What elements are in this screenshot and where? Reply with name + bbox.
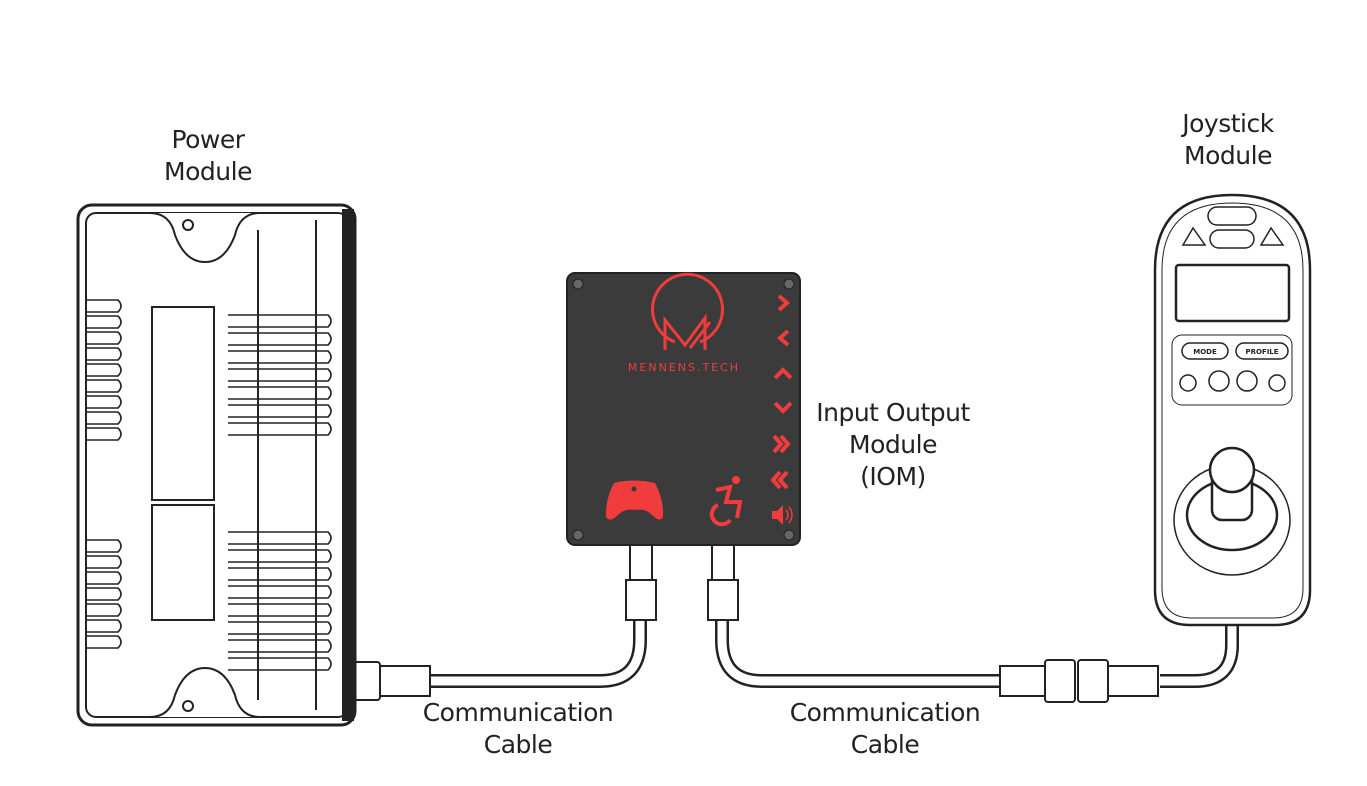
power-module-fins [86,299,332,671]
fin [86,587,122,601]
fin [228,585,332,599]
double-chevron-right-icon [772,434,791,454]
cable-right-label: Communication Cable [775,697,995,761]
label-line: Power [171,125,245,154]
fin [228,422,332,436]
power-module [76,203,357,727]
iom-label: Input Output Module (IOM) [798,397,988,493]
double-chevron-left-icon [770,470,789,490]
mode-button: MODE [1193,348,1217,356]
fin [228,332,332,346]
chevron-down-icon [773,401,793,414]
label-line: Module [1184,141,1272,170]
fin [228,603,332,617]
fin [86,635,122,649]
fin [228,386,332,400]
label-line: Module [164,157,252,186]
connector [349,544,1159,703]
label-line: Communication [422,698,614,727]
mennens-logo [651,272,724,350]
fin [228,531,332,545]
joystick-module [1153,193,1312,627]
iom-logo-text: MENNENS.TECH [628,361,740,374]
iom-buttons [770,294,793,490]
fin [86,555,122,569]
communication-cable-left [423,608,647,688]
fin [86,619,122,633]
fin [86,363,122,377]
wheelchair-icon [709,476,743,527]
fin [86,539,122,553]
gamepad-icon [605,480,664,520]
fin [86,603,122,617]
fin [86,331,122,345]
fin [228,404,332,418]
fin [228,639,332,653]
fin [86,379,122,393]
fin [86,347,122,361]
fin [228,621,332,635]
cable-left-label: Communication Cable [408,697,628,761]
fin [86,395,122,409]
fin [86,427,122,441]
fin [228,350,332,364]
fin [228,567,332,581]
fin [228,657,332,671]
chevron-left-icon [776,329,790,347]
fin [86,571,122,585]
label-line: Joystick [1182,109,1274,138]
fin [86,315,122,329]
chevron-right-icon [777,294,791,312]
iom-box [566,272,801,546]
speaker-icon [772,505,793,525]
fin [228,549,332,563]
label-line: Communication [789,698,981,727]
fin [86,411,122,425]
chevron-up-icon [773,367,793,380]
label-line: Cable [850,730,920,759]
profile-button: PROFILE [1245,348,1278,356]
joystick-module-label: Joystick Module [1148,108,1308,172]
power-module-label: Power Module [128,124,288,188]
fin [86,299,122,313]
fin [228,368,332,382]
label-line: (IOM) [860,462,926,491]
fin [228,314,332,328]
label-line: Module [849,430,937,459]
label-line: Input Output [816,398,970,427]
label-line: Cable [483,730,553,759]
